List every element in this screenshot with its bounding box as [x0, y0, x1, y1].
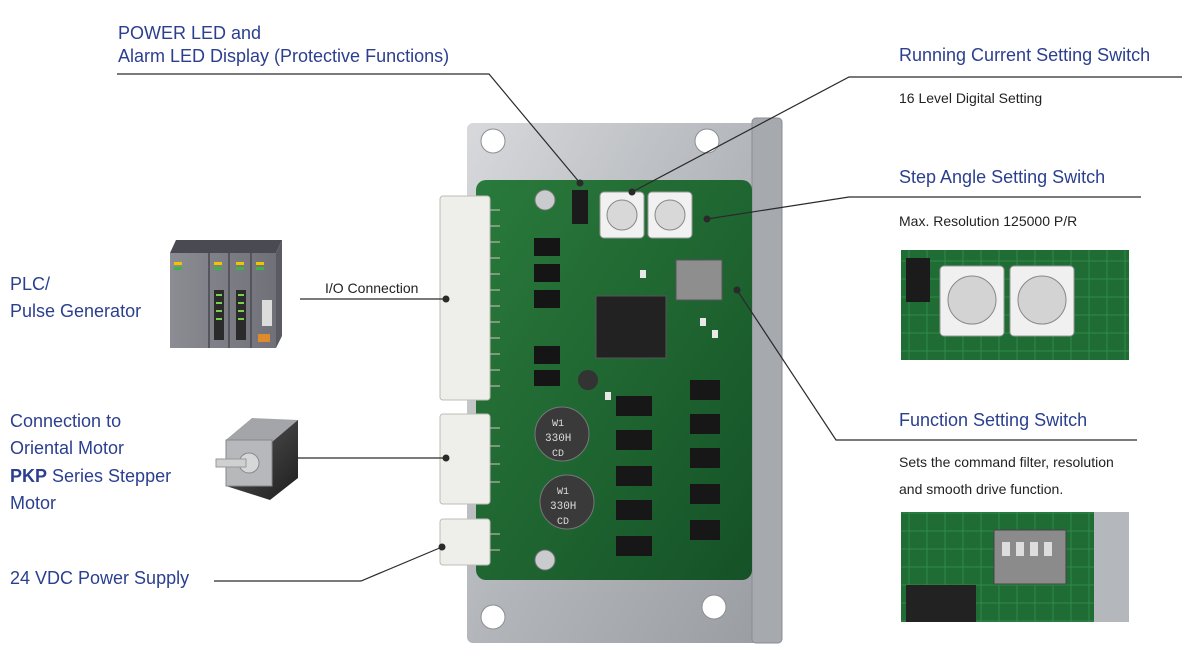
leader-function-switch: [736, 289, 1137, 441]
capacitor-1-suffix: CD: [552, 449, 564, 460]
main-ic: [595, 295, 667, 359]
leader-power-supply: [214, 546, 443, 582]
leader-power-led: [117, 73, 581, 184]
rotary-dial-step: [654, 199, 686, 231]
mount-hole-top-left: [480, 128, 506, 154]
plc-title-line2: Pulse Generator: [10, 301, 142, 321]
io-connector: [439, 195, 491, 401]
dip-switch: [675, 259, 723, 301]
motor-series-suffix: Series Stepper: [47, 466, 172, 486]
power-connector: [439, 518, 491, 566]
heatsink-rail: [751, 117, 783, 644]
capacitor-1: W1 330H CD: [534, 406, 590, 462]
power-led-title-line1: POWER LED and: [118, 23, 262, 43]
capacitor-2-prefix: W1: [557, 487, 569, 498]
plc-device-image: [170, 240, 282, 348]
motor-title-line2: Oriental Motor: [10, 438, 125, 458]
stepper-motor-image: [215, 418, 298, 500]
capacitor-2-suffix: CD: [557, 517, 569, 528]
mount-hole-bottom-left: [480, 604, 506, 630]
function-switch-desc-line1: Sets the command filter, resolution: [899, 454, 1114, 470]
leader-step-angle: [706, 196, 1141, 220]
power-led-title-line2: Alarm LED Display (Protective Functions): [118, 46, 450, 66]
capacitor-1-label: 330H: [545, 433, 571, 445]
capacitor-2-label: 330H: [550, 501, 576, 513]
capacitor-2: W1 330H CD: [539, 474, 595, 530]
io-connection-label: I/O Connection: [325, 280, 419, 296]
running-current-title: Running Current Setting Switch: [899, 45, 1151, 65]
power-supply-title: 24 VDC Power Supply: [10, 568, 190, 588]
motor-title-line3: PKP Series Stepper: [10, 465, 171, 488]
led-indicator: [572, 190, 588, 224]
motor-title-line4: Motor: [10, 493, 57, 513]
step-angle-desc: Max. Resolution 125000 P/R: [899, 213, 1078, 229]
motor-series-name: PKP: [10, 466, 48, 486]
motor-title-line1: Connection to: [10, 411, 122, 431]
inductor: [578, 370, 598, 390]
motor-connector: [439, 413, 491, 505]
pcb-screw-top: [534, 189, 556, 211]
function-switch-desc-line2: and smooth drive function.: [899, 481, 1064, 497]
leader-running-current: [631, 76, 1182, 193]
mount-hole-bottom-right: [701, 594, 727, 620]
mount-hole-top-right: [694, 128, 720, 154]
inset-photo-switches: [901, 250, 1129, 360]
step-angle-title: Step Angle Setting Switch: [899, 167, 1106, 187]
rotary-dial-current: [606, 199, 638, 231]
driver-board-photo: W1 330H CD W1 330H CD: [439, 117, 783, 644]
inset-photo-function-switch: [901, 512, 1129, 622]
capacitor-1-prefix: W1: [552, 419, 564, 430]
pcb-screw-bottom: [534, 549, 556, 571]
function-switch-title: Function Setting Switch: [899, 410, 1088, 430]
running-current-desc: 16 Level Digital Setting: [899, 90, 1043, 106]
plc-title-line1: PLC/: [10, 274, 51, 294]
